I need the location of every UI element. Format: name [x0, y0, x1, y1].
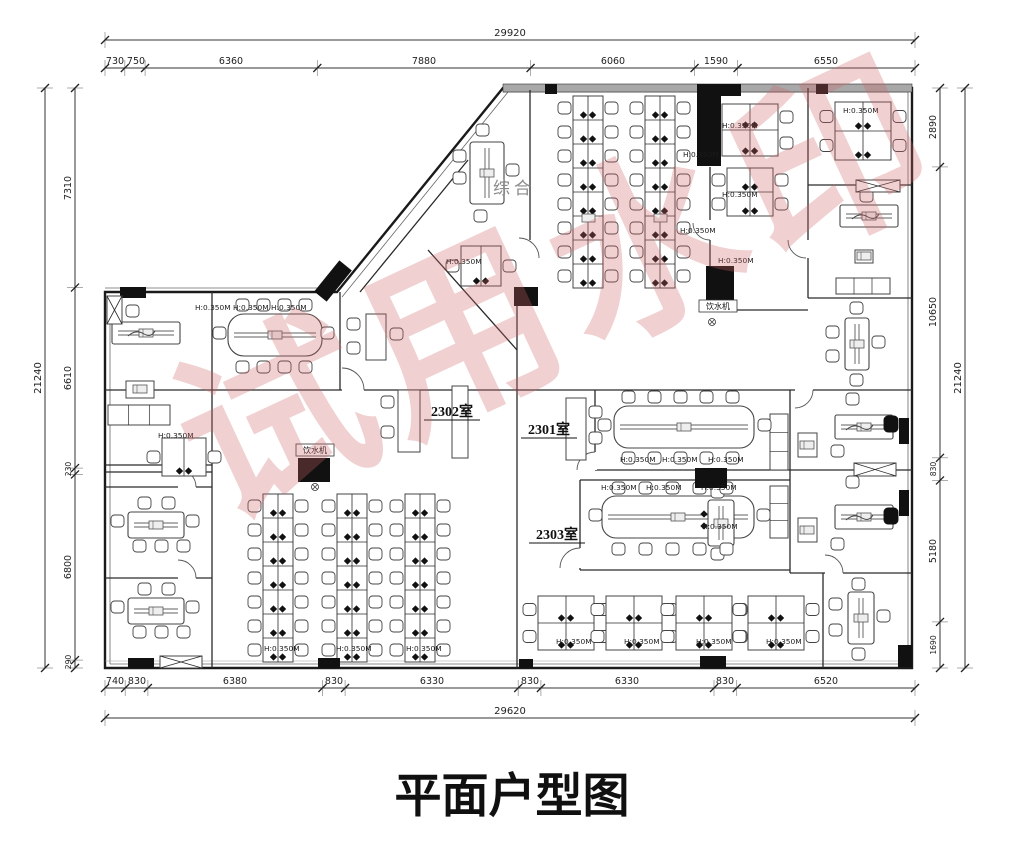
dimension-top: 29920 730 750 6360 7880 6060 1590 6550	[106, 28, 838, 67]
room-labels: 综合 2302室 2301室 2303室	[424, 179, 585, 544]
dim-bottom-seg: 830	[325, 676, 343, 687]
window-height-label: H:0.350M	[696, 637, 732, 646]
water-dispenser-label: 饮水机	[706, 301, 730, 311]
window-height-label: H:0.350M	[556, 637, 592, 646]
window-height-label: H:0.350M	[843, 106, 879, 115]
window-height-label: H:0.350M	[620, 455, 656, 464]
dim-bottom-seg: 6330	[420, 676, 444, 687]
dim-top-seg: 730	[106, 56, 124, 67]
water-dispenser-labels: 饮水机 饮水机	[295, 299, 738, 457]
door-openings	[178, 220, 843, 580]
dim-top-total: 29920	[494, 28, 526, 39]
dim-right-seg: 830	[929, 462, 938, 477]
window-height-label: H:0.350M	[195, 303, 231, 312]
window-height-label: H:0.350M	[271, 303, 307, 312]
window-height-label: H:0.350M	[264, 644, 300, 653]
dim-top-seg: 6360	[219, 56, 243, 67]
window-height-label: H:0.350M	[683, 150, 719, 159]
window-height-label: H:0.350M	[680, 226, 716, 235]
window-height-label: H:0.350M	[708, 455, 744, 464]
window-height-label: H:0.350M	[601, 483, 637, 492]
room-label-2302: 2302室	[431, 403, 473, 420]
window-height-label: H:0.350M	[718, 256, 754, 265]
dim-bottom-seg: 830	[521, 676, 539, 687]
dim-left-seg: 290	[64, 655, 73, 670]
window-height-label: H:0.350M	[158, 431, 194, 440]
room-label-2303: 2303室	[536, 526, 578, 543]
dim-top-seg: 6060	[601, 56, 625, 67]
window-height-label: H:0.350M	[336, 644, 372, 653]
dim-right-seg: 2890	[928, 115, 939, 139]
label-box	[295, 443, 335, 457]
window-height-label: H:0.350M	[766, 637, 802, 646]
shaft-boxes	[106, 179, 901, 669]
dimension-bottom: 740 830 6380 830 6330 830 6330 830 6520 …	[106, 676, 838, 717]
window-height-label: H:0.350M	[701, 483, 737, 492]
dim-bottom-seg: 6520	[814, 676, 838, 687]
dim-left-seg: 6610	[63, 366, 74, 390]
dim-bottom-seg: 6380	[223, 676, 247, 687]
dim-bottom-seg: 830	[716, 676, 734, 687]
dim-top-seg: 7880	[412, 56, 436, 67]
dim-left-seg: 7310	[63, 176, 74, 200]
door-swings	[177, 222, 844, 579]
water-dispenser-label: 饮水机	[303, 445, 327, 455]
dim-bottom-seg: 740	[106, 676, 124, 687]
dimension-left: 21240 7310 6610 230 6800 290	[33, 176, 74, 669]
window-height-annotations: H:0.350M H:0.350M H:0.350M H:0.350M H:0.…	[158, 106, 879, 653]
window-height-label: H:0.350M	[646, 483, 682, 492]
label-box	[698, 299, 738, 313]
dim-left-total: 21240	[33, 362, 44, 394]
window-height-label: H:0.350M	[624, 637, 660, 646]
window-height-label: H:0.350M	[722, 190, 758, 199]
dimension-lines	[37, 32, 973, 726]
room-label-2301: 2301室	[528, 421, 570, 438]
page-title: 平面户型图	[395, 771, 630, 823]
dimension-right: 2890 10650 830 5180 1690 21240	[928, 115, 964, 655]
window-height-label: H:0.350M	[446, 257, 482, 266]
window-height-label: H:0.350M	[662, 455, 698, 464]
dim-top-seg: 6550	[814, 56, 838, 67]
structural-columns	[120, 84, 912, 668]
window-height-label: H:0.350M	[702, 522, 738, 531]
dim-right-seg: 1690	[929, 635, 938, 654]
furniture-layer	[107, 95, 907, 663]
window-height-label: H:0.350M	[722, 121, 758, 130]
dim-bottom-seg: 6330	[615, 676, 639, 687]
dim-bottom-seg: 830	[128, 676, 146, 687]
window-height-label: H:0.350M	[233, 303, 269, 312]
room-label-general: 综合	[493, 179, 535, 198]
dim-right-seg: 10650	[928, 297, 939, 327]
window-height-label: H:0.350M	[406, 644, 442, 653]
dim-left-seg: 230	[64, 462, 73, 477]
dim-top-seg: 750	[127, 56, 145, 67]
dim-left-seg: 6800	[63, 555, 74, 579]
dim-bottom-total: 29620	[494, 706, 526, 717]
dim-top-seg: 1590	[704, 56, 728, 67]
dim-right-seg: 5180	[928, 539, 939, 563]
dim-right-total: 21240	[953, 362, 964, 394]
